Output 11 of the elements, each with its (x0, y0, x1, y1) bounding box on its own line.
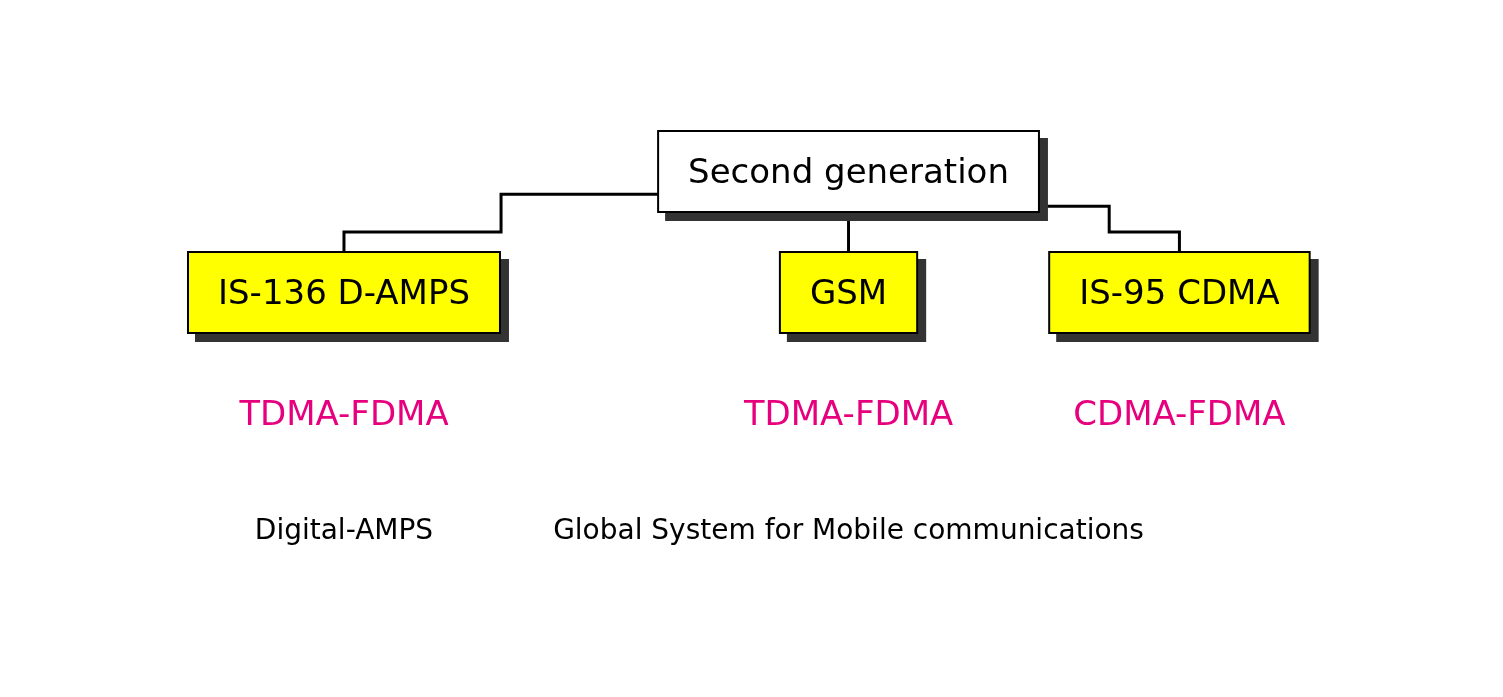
connector (342, 192, 658, 254)
node-label: TDMA-FDMA (743, 393, 953, 433)
node-box: Second generation (656, 130, 1040, 213)
node-label: CDMA-FDMA (1072, 393, 1286, 433)
node-box: GSM (778, 251, 918, 334)
connector (1038, 204, 1181, 254)
node-label: Global System for Mobile communications (552, 513, 1144, 546)
node-label: Digital-AMPS (254, 513, 433, 546)
node-box: IS-95 CDMA (1047, 251, 1311, 334)
node-label: TDMA-FDMA (238, 393, 449, 433)
node-box: IS-136 D-AMPS (186, 251, 501, 334)
